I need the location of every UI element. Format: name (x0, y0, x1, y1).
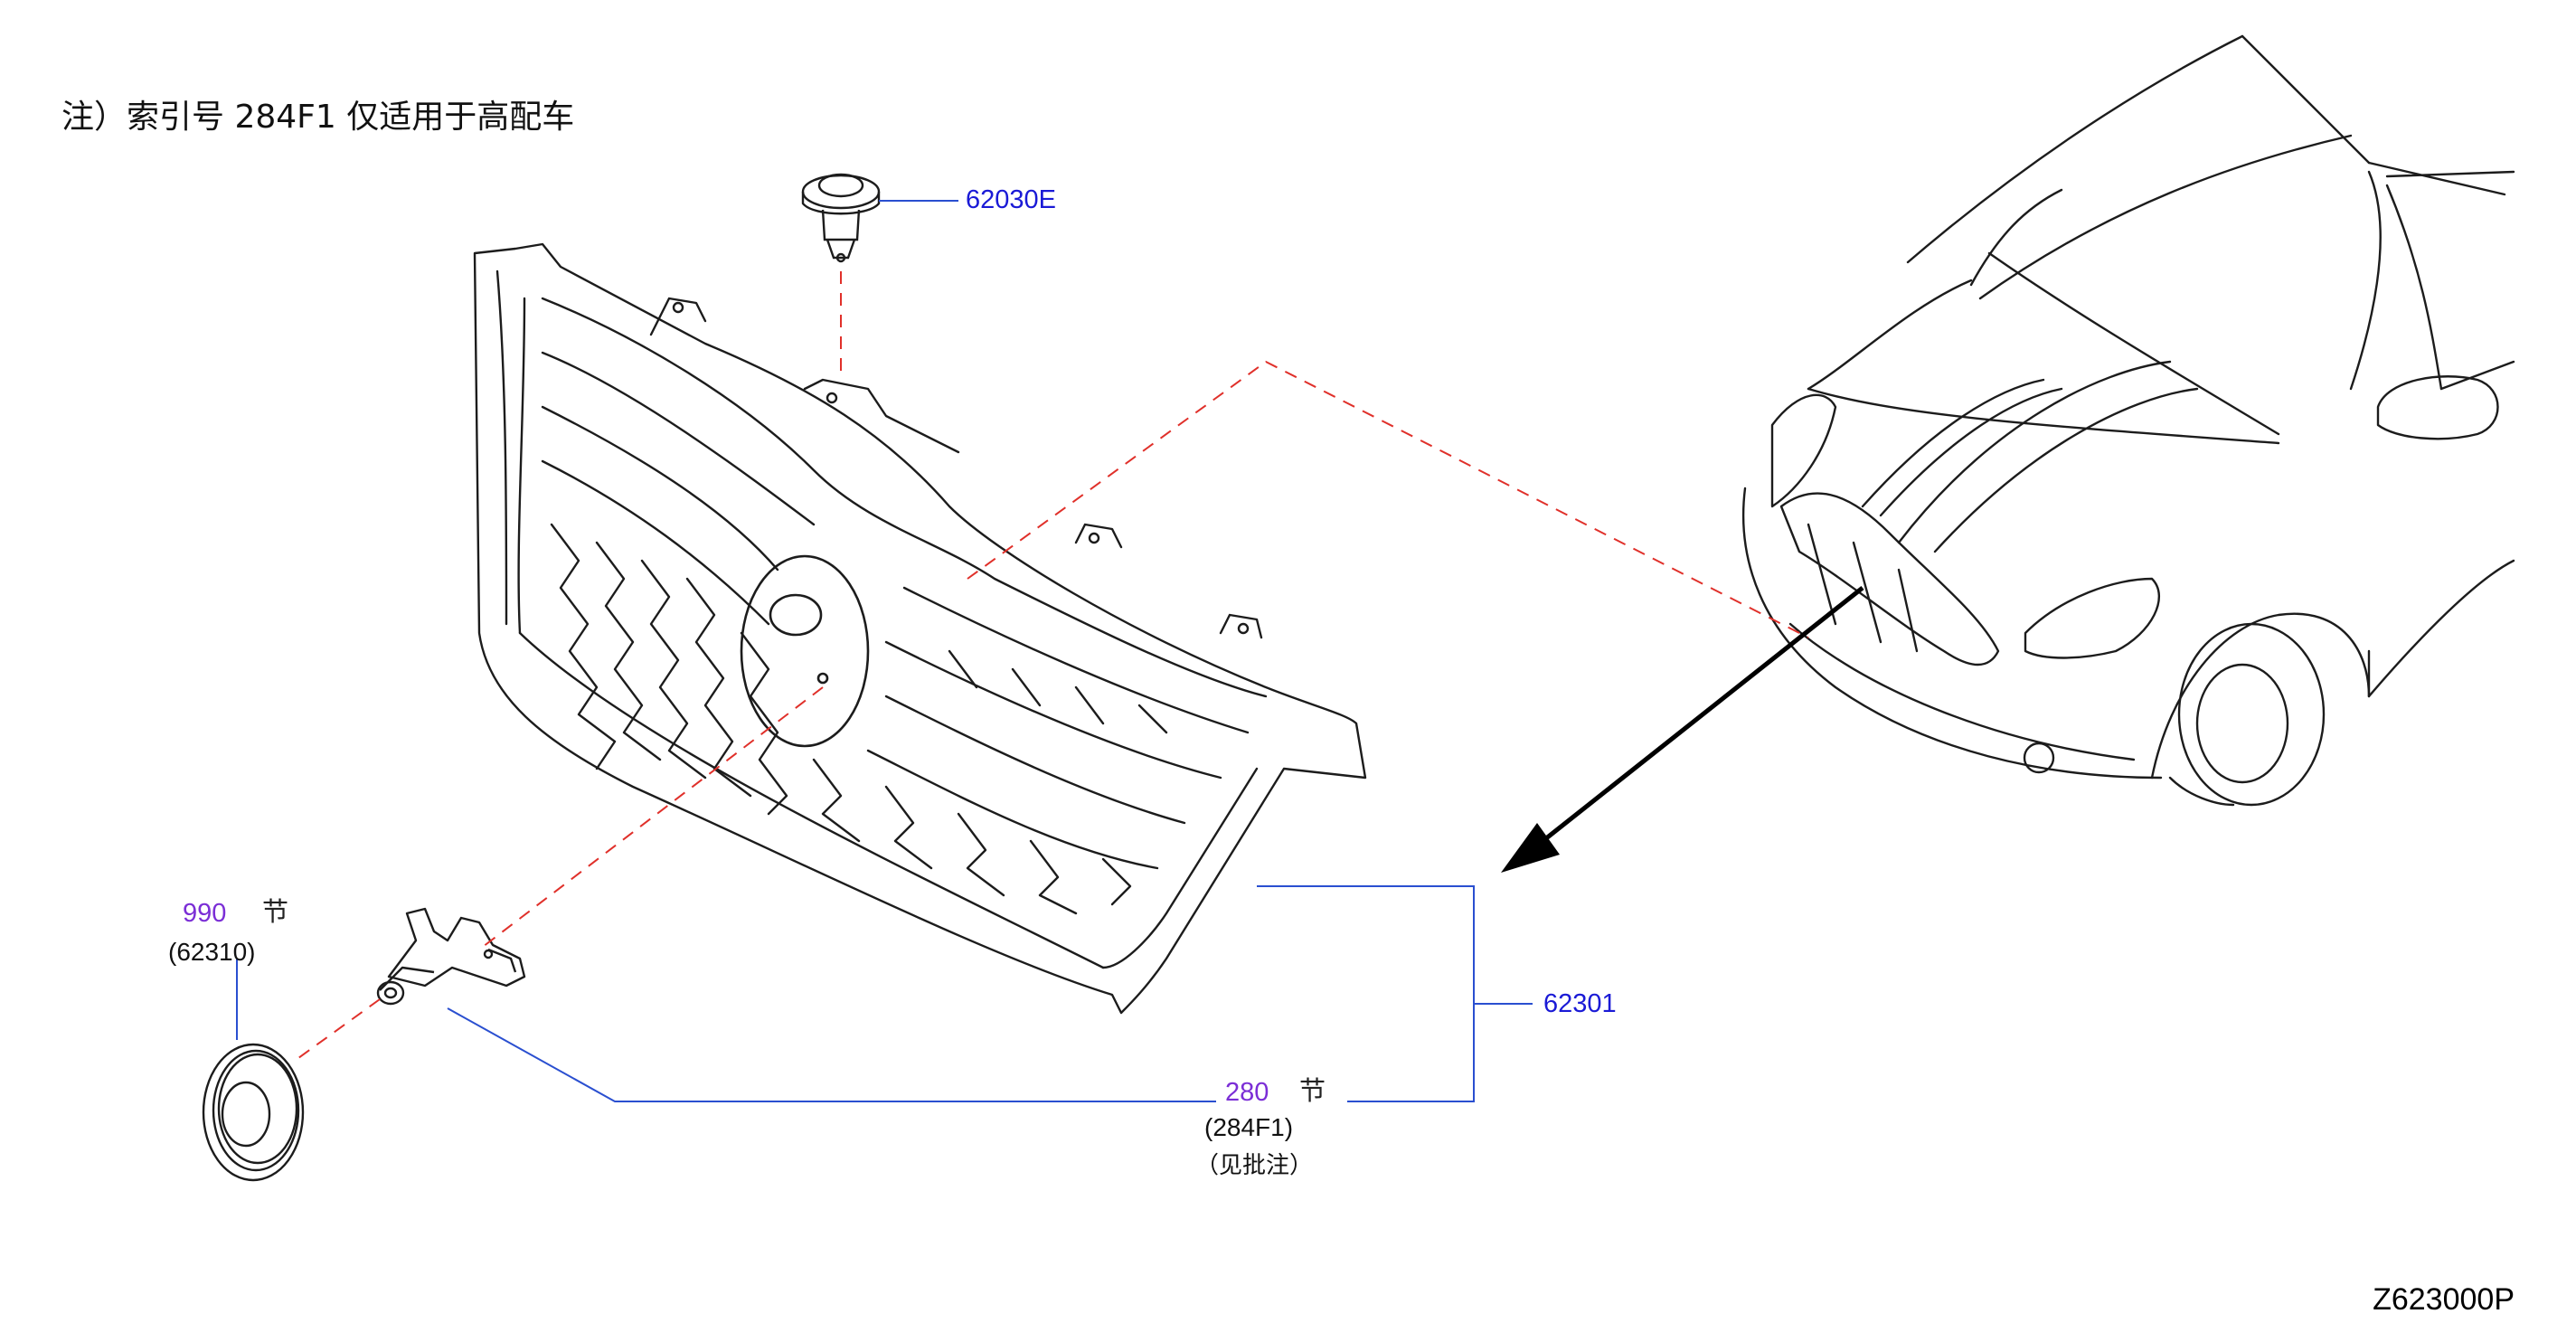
direction-arrow (1501, 586, 1864, 873)
emblem-section-number[interactable]: 990 (183, 899, 227, 928)
emblem-section-word: 节 (262, 896, 289, 927)
clip-part (801, 173, 881, 263)
grille-part-number[interactable]: 62301 (1543, 989, 1617, 1018)
emblem-part-ref: (62310) (168, 938, 256, 966)
alignment-lines (297, 271, 1809, 1059)
camera-part (376, 907, 526, 1006)
front-grille (473, 242, 1367, 1015)
vehicle-illustration (1741, 34, 2515, 807)
grille-emblem-mount (740, 554, 870, 748)
camera-part-ref: (284F1) (1204, 1113, 1294, 1141)
clip-part-number[interactable]: 62030E (966, 185, 1056, 214)
emblem-part (202, 1043, 305, 1182)
camera-section-word: 节 (1299, 1075, 1326, 1106)
diagram-code: Z623000P (2373, 1282, 2515, 1317)
applicability-note: 注）索引号 284F1 仅适用于高配车 (61, 99, 575, 136)
camera-remark: （见批注） (1195, 1152, 1314, 1179)
leader-lines (236, 200, 1533, 1102)
camera-section-number[interactable]: 280 (1225, 1078, 1269, 1107)
